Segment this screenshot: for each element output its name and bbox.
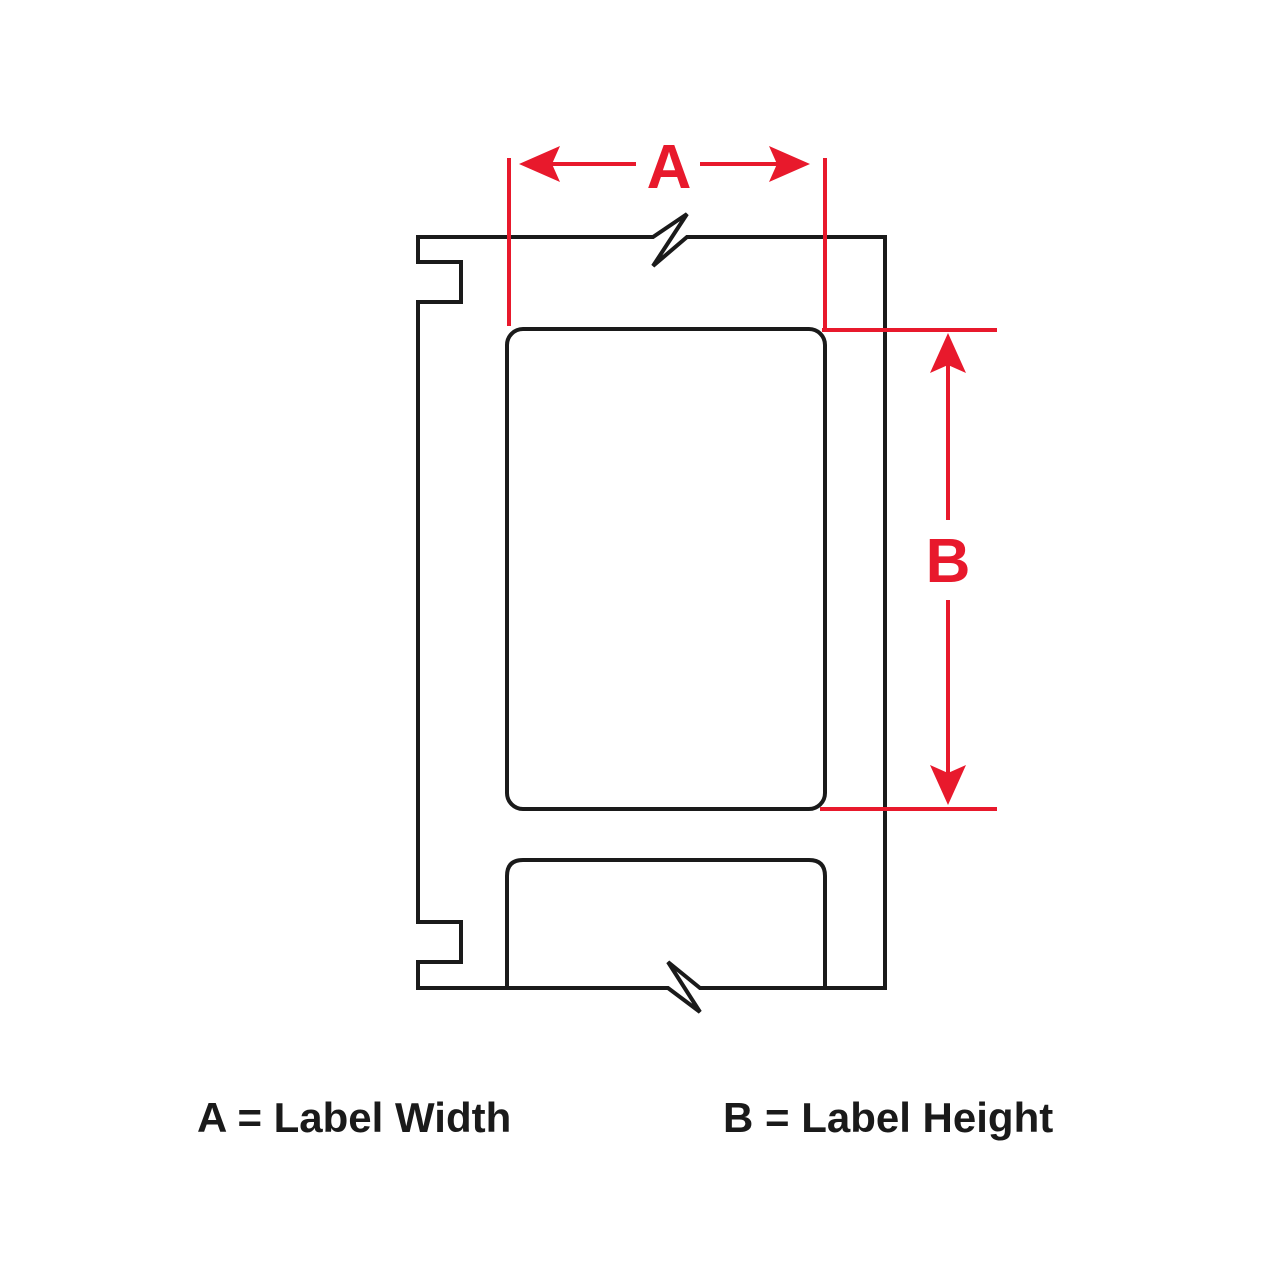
next-label-partial (505, 858, 827, 988)
dimension-b-arrowhead-bottom (930, 765, 966, 805)
dimension-a-arrowhead-right (769, 146, 810, 182)
dimension-b-arrowhead-top (930, 333, 966, 373)
liner-outline (416, 212, 887, 1014)
label-rectangle (505, 327, 827, 811)
legend-label-width: A = Label Width (197, 1094, 511, 1141)
dimension-a-letter: A (647, 133, 692, 202)
legend-label-height: B = Label Height (723, 1094, 1053, 1141)
dimension-b-letter: B (926, 527, 971, 596)
dimension-a-arrowhead-left (519, 146, 560, 182)
